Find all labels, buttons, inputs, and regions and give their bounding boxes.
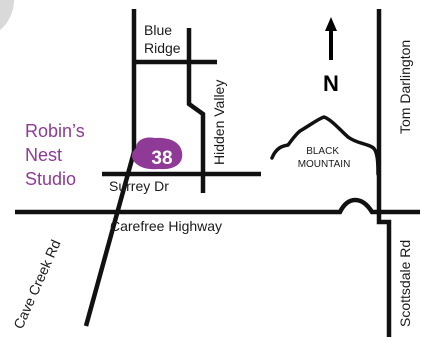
label-surrey-dr: Surrey Dr — [109, 178, 169, 194]
road-hidden-valley — [186, 28, 206, 193]
label-tom-darlington: Tom Darlington — [397, 40, 413, 134]
label-cave-creek-rd: Cave Creek Rd — [10, 237, 64, 331]
road-tom-darlington-scottsdale — [376, 9, 392, 337]
label-carefree-highway: Carefree Highway — [110, 218, 222, 234]
road-blue-ridge-cave-creek — [83, 9, 137, 327]
label-scottsdale-rd: Scottsdale Rd — [397, 240, 413, 327]
studio-name: Robin’s Nest Studio — [25, 121, 90, 189]
label-black-mountain: BLACK MOUNTAIN — [298, 146, 351, 170]
north-arrow-icon — [325, 17, 337, 60]
road-carefree-highway — [15, 197, 420, 215]
corner-tab — [0, 0, 14, 30]
location-marker[interactable]: 38 — [131, 137, 183, 170]
black-mountain-outline — [270, 115, 380, 176]
label-hidden-valley: Hidden Valley — [211, 80, 227, 165]
location-blob-icon — [131, 137, 183, 170]
label-blue-ridge: Blue Ridge — [144, 22, 181, 56]
compass-letter: N — [323, 71, 339, 96]
compass: N — [323, 17, 339, 96]
marker-number: 38 — [151, 148, 172, 169]
